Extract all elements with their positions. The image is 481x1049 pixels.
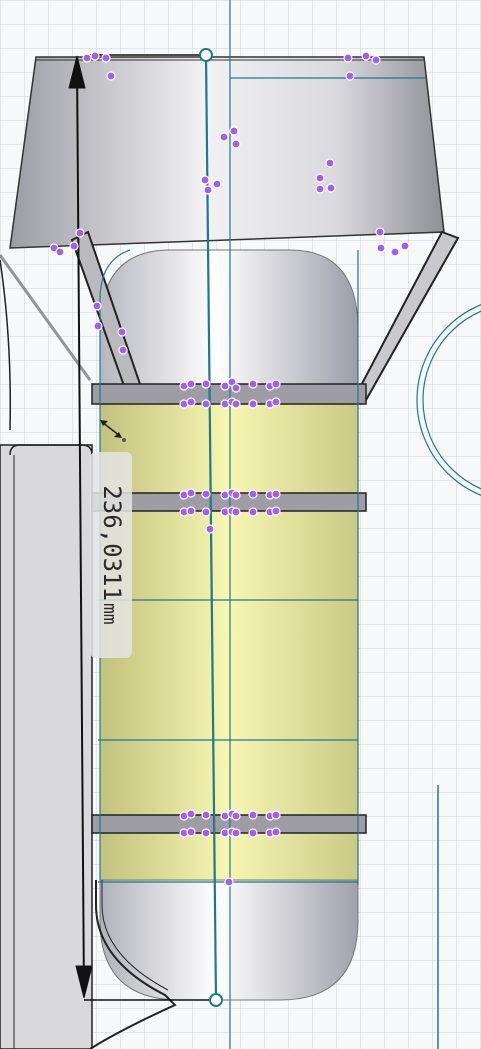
- upper-dome[interactable]: [99, 249, 359, 391]
- dimension-label[interactable]: [90, 420, 132, 658]
- support-struts[interactable]: [0, 230, 460, 402]
- axis-endpoint-bottom[interactable]: [209, 993, 223, 1007]
- axis-endpoint-top[interactable]: [199, 48, 213, 62]
- dimension-line[interactable]: [68, 54, 215, 1001]
- sketch-circle[interactable]: [416, 297, 481, 1049]
- dimension-unit: mm: [99, 602, 120, 625]
- lower-dome[interactable]: [99, 879, 359, 1001]
- bottom-pipe[interactable]: [89, 880, 177, 1049]
- left-part[interactable]: [0, 259, 93, 1049]
- diagonal-arrows-icon[interactable]: [94, 412, 128, 446]
- sketch-lines[interactable]: [98, 0, 426, 1049]
- dimension-number: 236,0311: [98, 485, 126, 601]
- constraint-points[interactable]: [49, 51, 410, 887]
- dimension-value: 236,0311mm: [98, 485, 126, 624]
